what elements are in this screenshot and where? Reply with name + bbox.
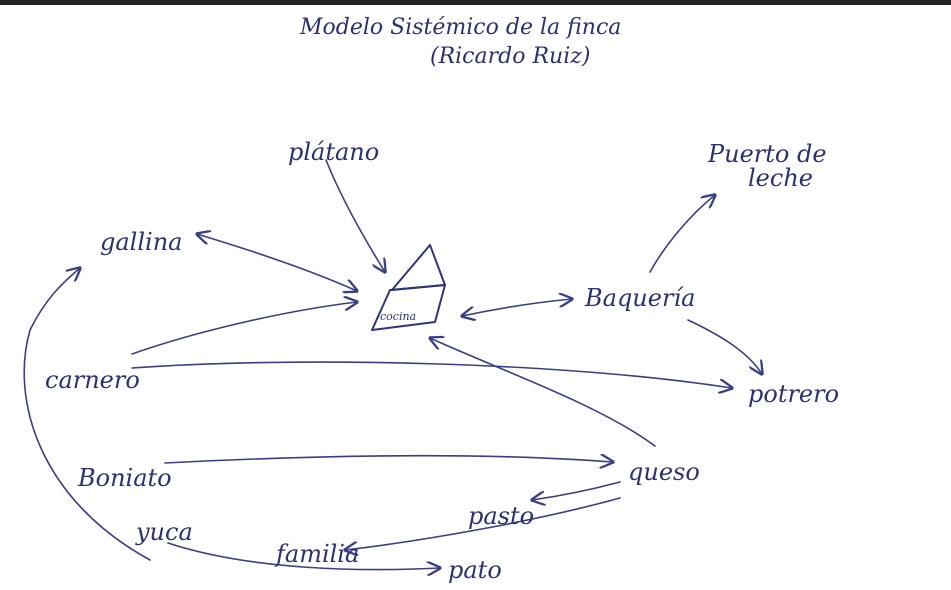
node-pasto: pasto xyxy=(468,502,534,530)
diagram-title: Modelo Sistémico de la finca xyxy=(299,15,621,40)
edge-carnero-potrero xyxy=(131,361,732,388)
edge-boniato-queso xyxy=(164,456,613,463)
nodes: plátano Puerto de leche gallina cocina B… xyxy=(45,138,839,584)
node-pato: pato xyxy=(448,556,502,584)
scan-edge xyxy=(0,0,951,5)
edge-queso-cocina xyxy=(430,338,656,447)
node-queso: queso xyxy=(628,458,700,486)
edge-gallina-cocina xyxy=(197,234,357,291)
edge-carnero-cocina xyxy=(131,302,357,355)
node-platano: plátano xyxy=(288,138,379,166)
edges xyxy=(23,159,762,570)
node-boniato: Boniato xyxy=(77,464,172,492)
edge-baqueria-potrero xyxy=(687,319,762,374)
edge-queso-pasto xyxy=(532,481,621,500)
node-familia: familia xyxy=(274,540,359,568)
edge-baqueria-puerto xyxy=(649,195,715,273)
diagram-subtitle: (Ricardo Ruiz) xyxy=(430,44,590,69)
node-gallina: gallina xyxy=(100,228,182,256)
node-cocina: cocina xyxy=(380,310,416,323)
edge-yuca-gallina xyxy=(23,268,151,561)
node-yuca: yuca xyxy=(135,518,193,546)
node-baqueria: Baquería xyxy=(584,284,695,312)
edge-platano-cocina xyxy=(325,159,385,272)
edge-yuca-pato xyxy=(167,542,440,570)
node-puerto-leche-1: Puerto de xyxy=(707,140,827,168)
edge-pato-familia xyxy=(345,497,621,550)
node-potrero: potrero xyxy=(748,380,839,408)
node-carnero: carnero xyxy=(45,366,140,394)
edge-cocina-baqueria xyxy=(462,299,572,316)
node-puerto-leche-2: leche xyxy=(748,164,813,192)
cocina-house-drawing xyxy=(371,244,446,331)
